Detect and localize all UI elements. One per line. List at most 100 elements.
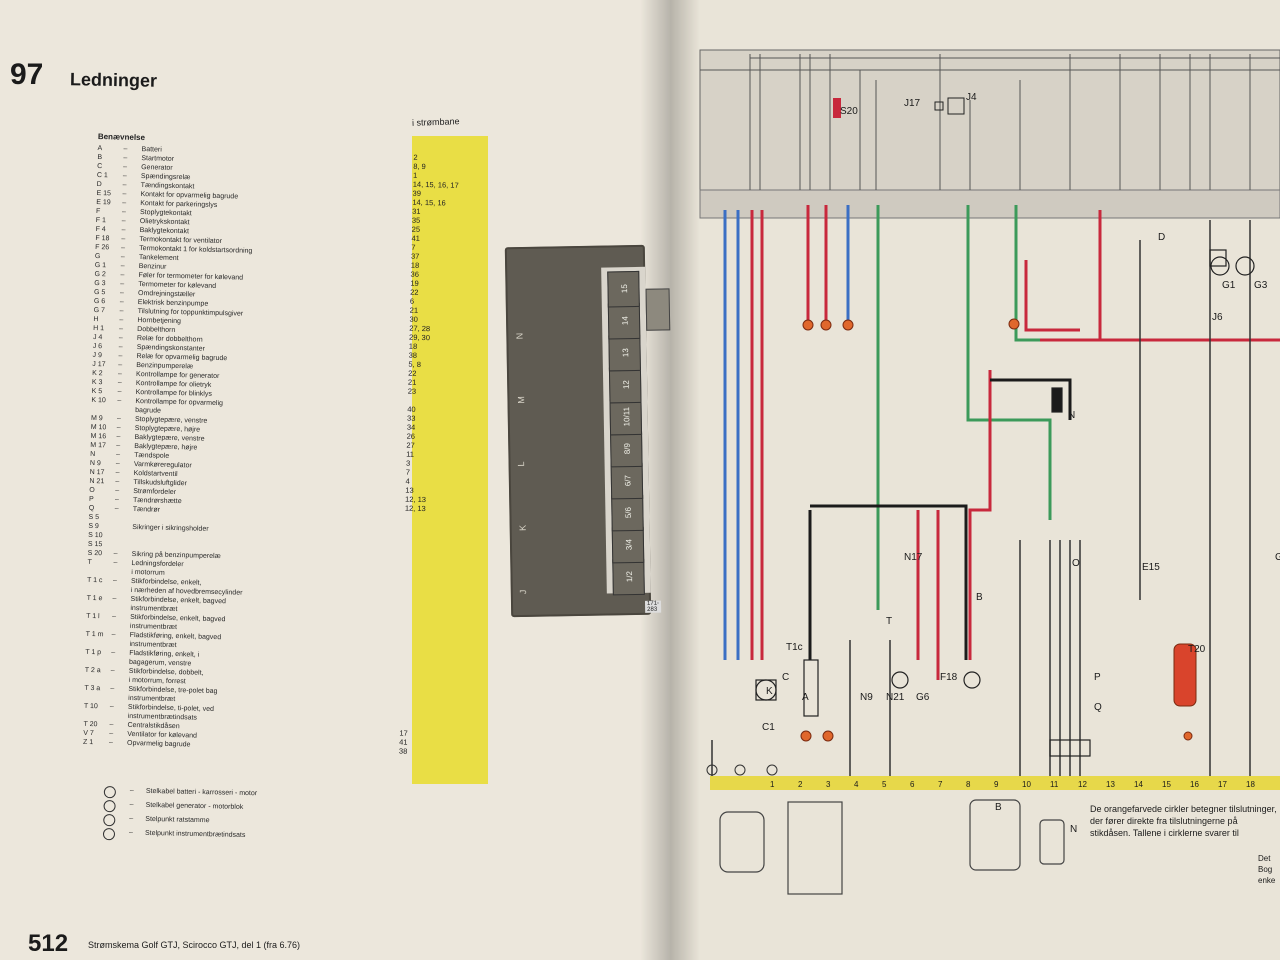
- legend-path: 41: [399, 737, 408, 747]
- legend-text: Tændspole: [134, 451, 170, 460]
- ignition-coil-symbol: [1051, 387, 1063, 413]
- legend-code: H: [93, 315, 99, 324]
- legend-code: T 1 e: [86, 594, 103, 603]
- legend-path: 30: [409, 314, 418, 324]
- legend-code: J 4: [92, 333, 103, 342]
- ground-point-icon: [103, 799, 116, 813]
- legend-text: Relæ for opvarmelig bagrude: [136, 353, 228, 363]
- diagram-component-label: C: [782, 672, 789, 683]
- legend-code: N 9: [89, 459, 101, 468]
- legend-path: 19: [410, 278, 419, 288]
- legend-path: 12, 13: [405, 494, 427, 505]
- legend-text: Kontrollampe for opvarmelig: [135, 397, 224, 408]
- legend-code: K 3: [91, 378, 103, 387]
- legend-code: T 1 c: [86, 576, 103, 585]
- legend-text: Tændrørshætte: [132, 496, 182, 506]
- legend-path: 31: [412, 206, 421, 216]
- legend-code: T 3 a: [84, 684, 101, 693]
- legend-code: G 3: [94, 279, 106, 288]
- legend-path: 18: [408, 341, 418, 351]
- diagram-component-label: T1c: [786, 642, 803, 653]
- starter-symbol: [963, 671, 981, 689]
- legend-code: T 1 l: [86, 612, 100, 621]
- legend-dash: –: [121, 217, 126, 225]
- footnote-text: Stelkabel batteri - karrosseri - motor: [145, 787, 258, 798]
- legend-text: i motorrum, forrest: [128, 676, 186, 686]
- legend-code: G 7: [93, 306, 106, 315]
- legend-path: 36: [410, 269, 420, 279]
- legend-dash: –: [117, 397, 122, 405]
- legend-path: 4: [405, 476, 410, 486]
- legend-code: S 9: [88, 522, 99, 531]
- current-path-header: i strømbane: [411, 116, 460, 128]
- legend-code: S 20: [87, 549, 103, 558]
- legend-dash: –: [118, 334, 123, 342]
- legend-code: F 26: [95, 243, 110, 252]
- legend-text: Termometer for kølevand: [138, 281, 217, 290]
- legend-code: J 6: [92, 342, 103, 351]
- central-connector-t20: [1173, 643, 1197, 707]
- legend-text: Benzinur: [138, 263, 167, 271]
- legend-text: Centralstikdåsen: [127, 721, 180, 731]
- legend-text: instrumentbræt: [130, 604, 178, 614]
- legend-text: Føler for termometer for kølevand: [138, 272, 244, 282]
- legend-path: 27, 28: [409, 323, 431, 334]
- legend-text: instrumentbræt: [129, 640, 177, 650]
- legend-text: Termokontakt 1 for koldstartsordning: [139, 245, 253, 255]
- legend-text: Kontakt for parkeringslys: [140, 200, 218, 209]
- legend-dash: –: [114, 496, 120, 504]
- legend-text: Tillskudsluftglider: [133, 478, 187, 488]
- diagram-component-label: A: [802, 692, 809, 703]
- book-gutter: [640, 0, 700, 960]
- legend-text: Baklygtepære, højre: [134, 442, 198, 452]
- legend-code: C: [97, 162, 103, 171]
- legend-dash: –: [118, 361, 123, 369]
- legend-code: M 9: [90, 414, 103, 423]
- current-path-number: 12: [1078, 780, 1087, 789]
- current-path-number: 5: [882, 780, 887, 789]
- fuse-row-letter: L: [516, 461, 527, 467]
- diagram-component-label: Q: [1094, 702, 1102, 713]
- ground-path-strip: [710, 776, 1280, 790]
- legend-code: T 1 p: [85, 648, 102, 657]
- current-path-number: 10: [1022, 780, 1031, 789]
- legend-text: i nærheden af hovedbremsecylinder: [130, 586, 243, 597]
- legend-dash: –: [118, 352, 123, 360]
- gauge-g3-symbol: [1235, 256, 1255, 276]
- legend-dash: –: [119, 289, 125, 297]
- legend-dash: –: [108, 739, 114, 747]
- legend-code: M 17: [90, 441, 106, 450]
- legend-dash: –: [123, 145, 128, 153]
- legend-dash: –: [119, 298, 124, 306]
- wire-green-3: [1014, 205, 1060, 342]
- legend-dash: –: [116, 415, 121, 423]
- legend-text: i motorrum: [131, 568, 165, 577]
- legend-code: F: [95, 207, 101, 216]
- legend-dash: –: [116, 442, 121, 450]
- coil-drawing: [1039, 819, 1065, 865]
- battery-symbol: [803, 659, 819, 717]
- relay-j17-symbol: [947, 97, 965, 115]
- ground-footnotes: –Stelkabel batteri - karrosseri - motor–…: [102, 786, 404, 848]
- ground-point-icon: [103, 813, 116, 827]
- fuse-box-part-code: 171-283: [644, 600, 662, 613]
- legend-code: G 6: [93, 297, 106, 306]
- diagram-component-label: N: [1068, 410, 1075, 421]
- legend-text: Stoplygtepære, venstre: [134, 415, 208, 425]
- fuse-row-letter: K: [517, 524, 528, 532]
- diagram-component-label: J17: [904, 98, 921, 109]
- legend-dash: –: [109, 721, 114, 729]
- legend-text: Dobbelthorn: [137, 326, 176, 334]
- legend-dash: –: [122, 190, 127, 198]
- legend-path: 33: [406, 413, 416, 423]
- legend-text: Stikforbindelse, tre-polet bag: [128, 685, 218, 696]
- legend-code: J 17: [92, 360, 106, 369]
- diagram-component-label: J4: [966, 92, 977, 103]
- legend-dash: –: [115, 487, 120, 495]
- legend-text: Stoplygtekontakt: [139, 209, 192, 218]
- starter-drawing: [969, 799, 1021, 871]
- legend-path: 13: [405, 485, 414, 495]
